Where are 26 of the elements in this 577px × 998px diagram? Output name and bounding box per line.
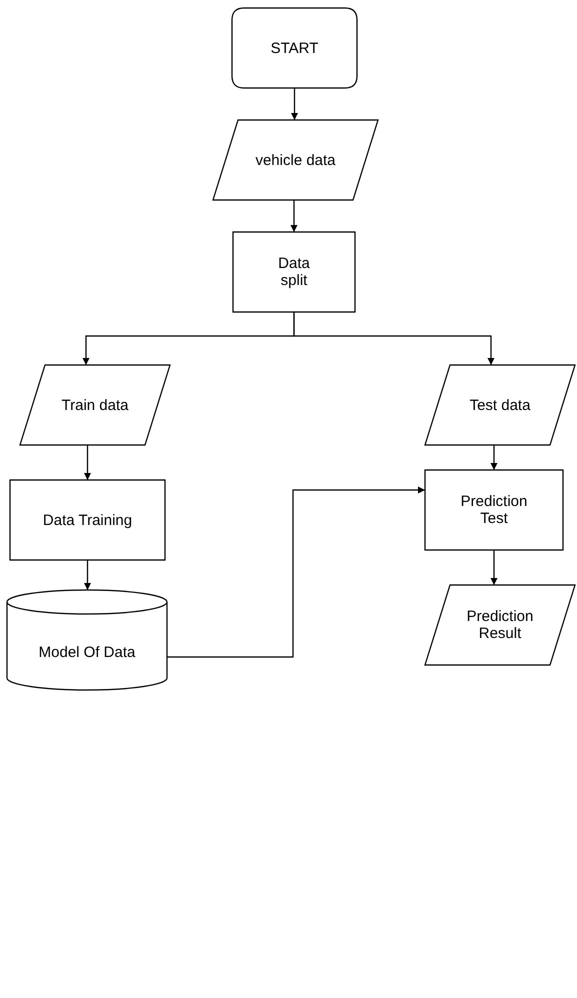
node-label: Train data bbox=[62, 396, 128, 414]
node-label: vehicle data bbox=[255, 152, 336, 168]
data-parallelogram bbox=[20, 365, 170, 445]
node-label: START bbox=[270, 40, 318, 56]
arrow bbox=[490, 550, 498, 585]
process-box bbox=[233, 232, 355, 312]
node-label: Prediction Test bbox=[460, 493, 528, 527]
node-label: Model Of Data bbox=[38, 644, 136, 660]
arrow bbox=[167, 486, 425, 658]
arrow bbox=[290, 200, 298, 232]
process-box bbox=[10, 480, 165, 560]
arrow bbox=[84, 560, 91, 590]
node-label: Data Training bbox=[42, 512, 132, 528]
node-label: Prediction Result bbox=[466, 608, 534, 642]
node-label: Test data bbox=[470, 396, 530, 414]
data-parallelogram bbox=[213, 120, 378, 200]
process-box bbox=[425, 470, 563, 550]
data-parallelogram bbox=[425, 365, 575, 445]
arrow bbox=[490, 445, 498, 470]
arrow bbox=[293, 312, 494, 365]
arrow bbox=[84, 445, 91, 480]
data-parallelogram bbox=[425, 585, 575, 665]
database-cylinder bbox=[7, 590, 167, 690]
node-label: Data split bbox=[277, 255, 311, 289]
terminal-box bbox=[232, 8, 357, 88]
arrow bbox=[291, 88, 298, 120]
